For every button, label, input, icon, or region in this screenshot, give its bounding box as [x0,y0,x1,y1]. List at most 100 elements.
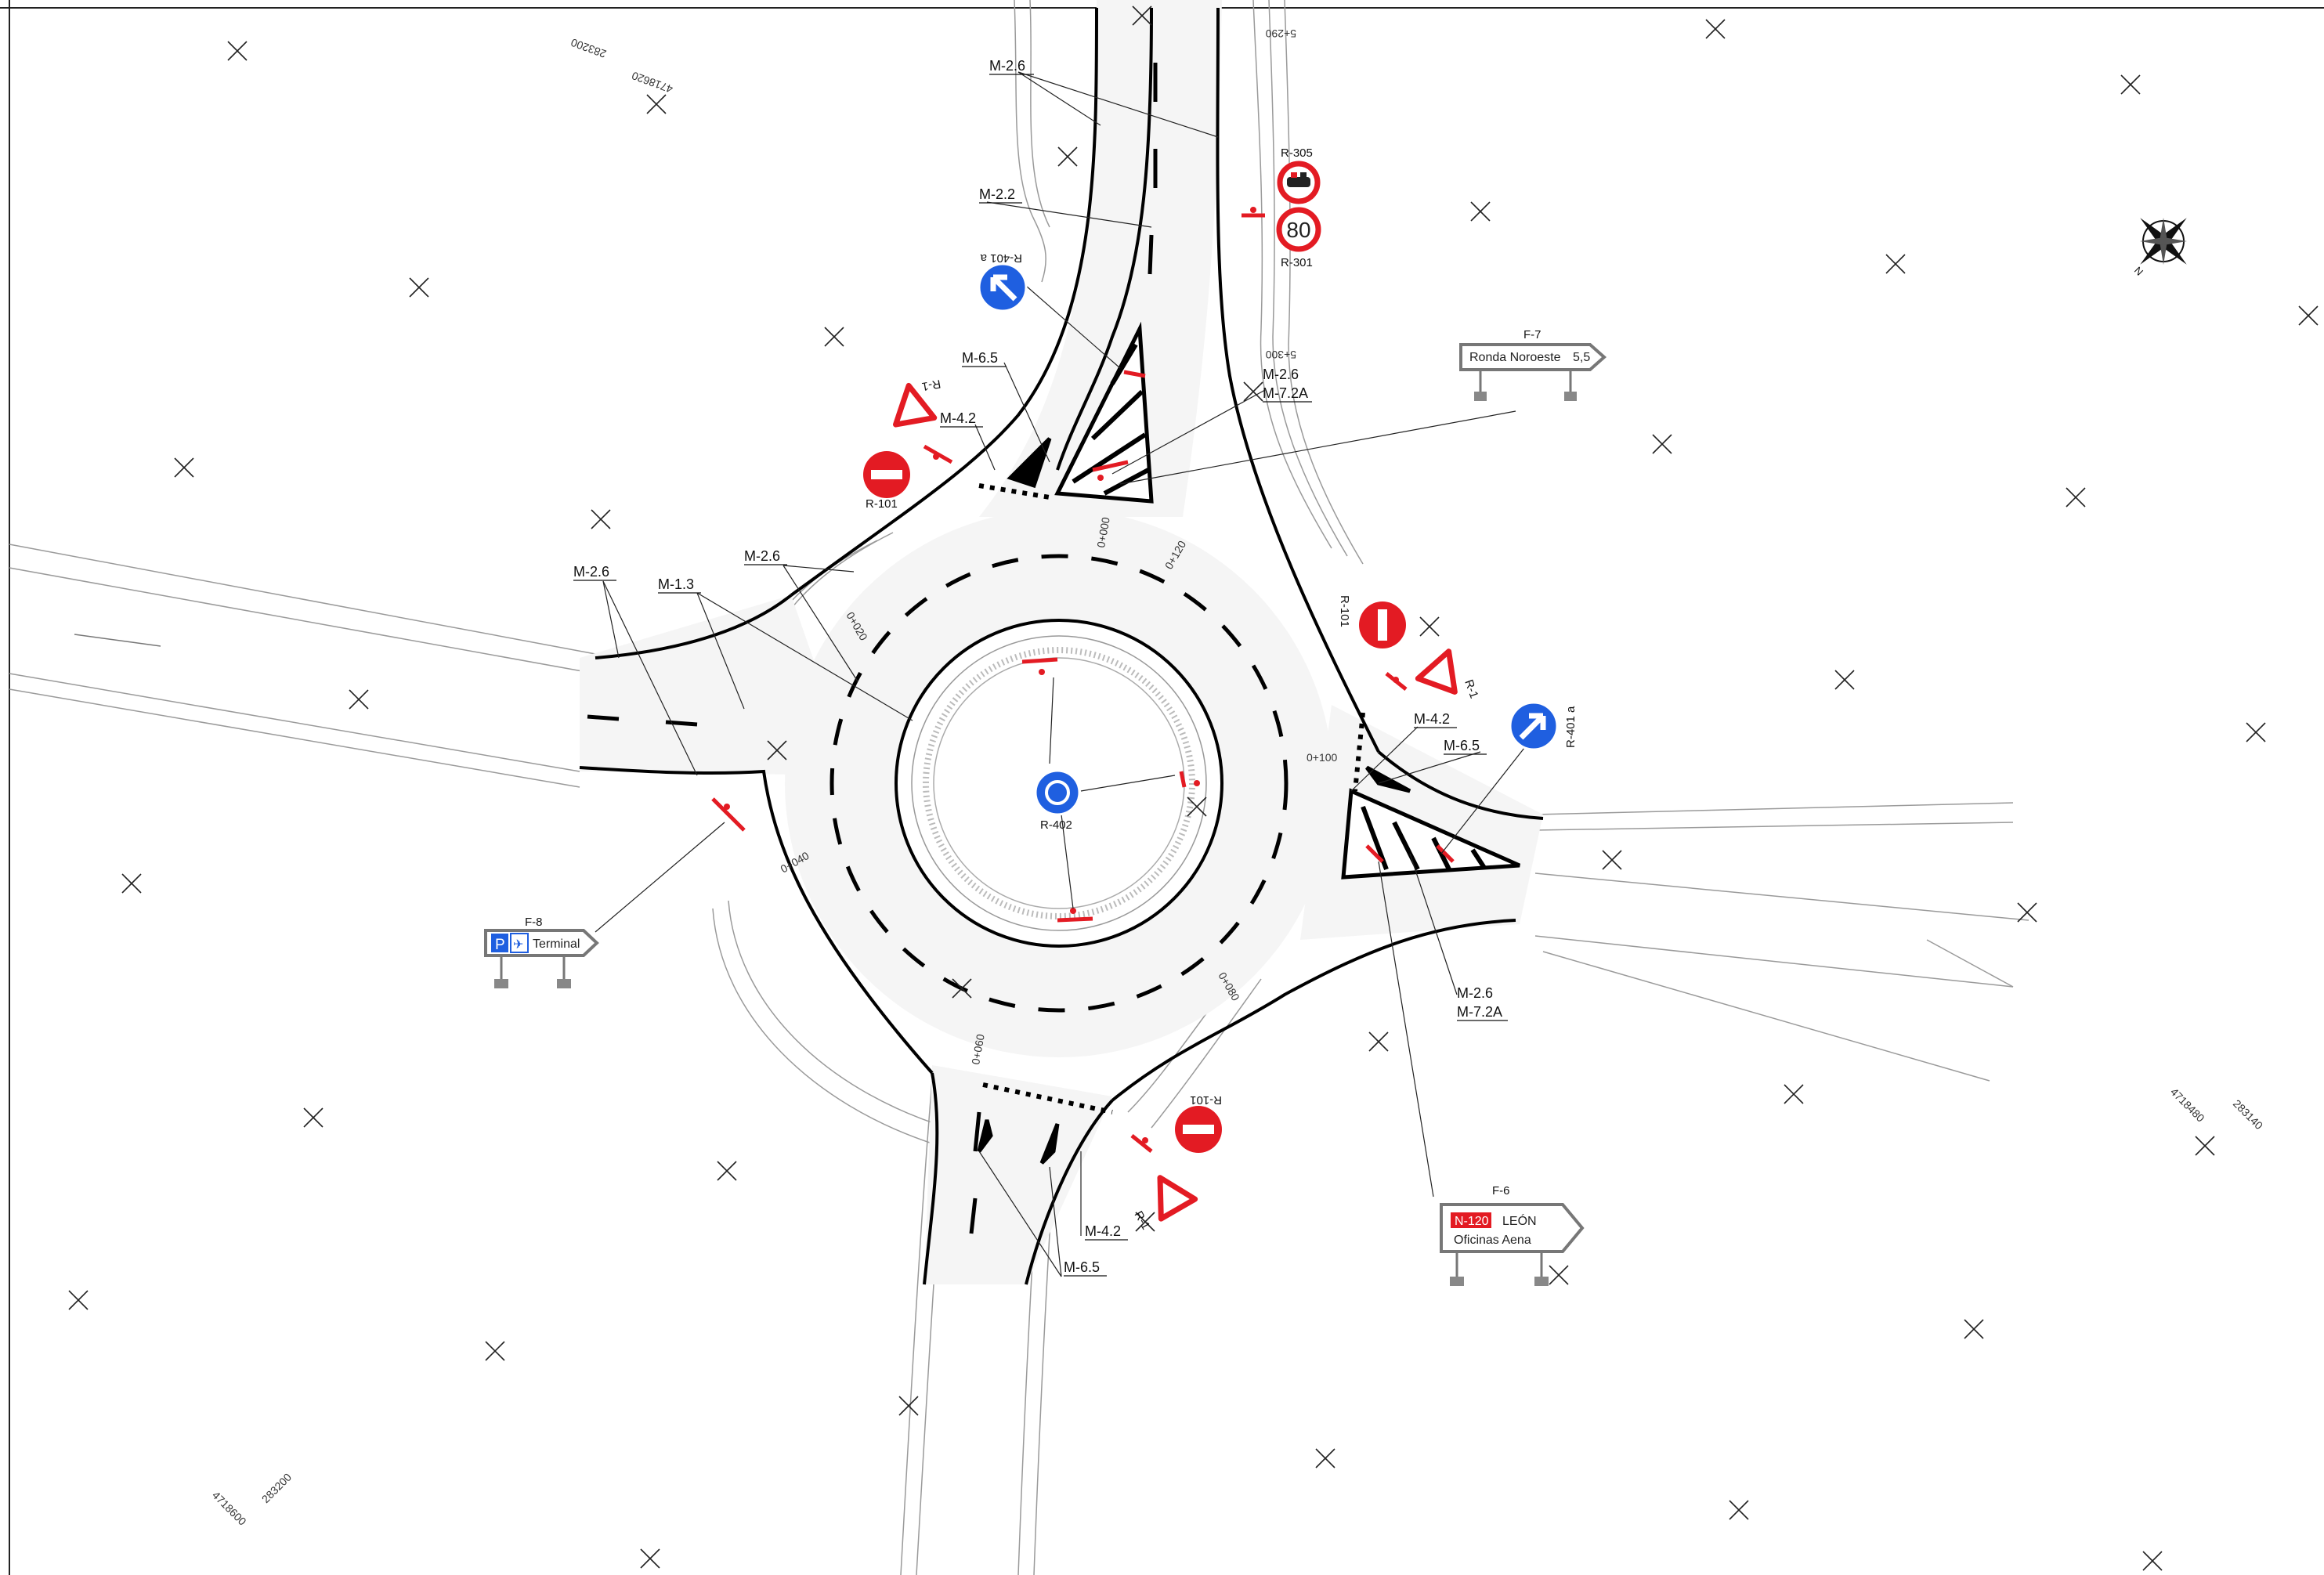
sign-r1-south: R-1 [1132,1175,1198,1232]
survey-cross [2195,1136,2215,1156]
label-m13: M-1.3 [658,576,694,592]
svg-text:LEÓN: LEÓN [1502,1213,1537,1228]
survey-cross [591,509,611,529]
svg-text:N-120: N-120 [1455,1215,1489,1228]
survey-cross [1705,19,1726,39]
svg-text:Ronda Noroeste: Ronda Noroeste [1469,351,1561,364]
survey-cross [174,457,194,478]
survey-cross [303,1107,323,1128]
survey-cross [1549,1265,1569,1285]
svg-text:R-101: R-101 [866,497,898,511]
svg-text:R-401 a: R-401 a [1564,706,1578,748]
coord-bl-x: 283200 [259,1471,294,1505]
context-lines [9,0,2029,1575]
svg-text:R-402: R-402 [1040,818,1072,832]
survey-cross [1315,1448,1335,1468]
svg-text:Terminal: Terminal [533,937,580,951]
parking-icon: P [495,937,505,953]
sign-r1-nw: R-1 [893,377,942,428]
label-m26-se: M-2.6 [1457,985,1493,1001]
station-5290: 5+290 [1265,27,1296,40]
survey-cross [2066,487,2086,508]
survey-cross [349,689,369,710]
svg-text:5,5: 5,5 [1573,351,1590,364]
survey-cross [2120,74,2141,95]
label-m65-north: M-6.5 [962,350,998,366]
label-m22: M-2.2 [979,186,1015,202]
survey-cross [952,978,972,999]
ring-lane-marking [829,554,1289,1013]
sign-r1-east: R-1 [1415,648,1480,701]
survey-cross [640,1548,660,1569]
approach-dashes [587,63,1158,1234]
label-m65-east: M-6.5 [1444,738,1480,753]
label-m26-north: M-2.6 [989,58,1025,74]
marking-labels: M-2.6 M-2.2 M-6.5 M-4.2 M-2.6 M-7.2A M-2… [573,58,1508,1277]
survey-cross [409,277,429,298]
survey-cross [1368,1031,1389,1052]
survey-cross [1964,1319,1984,1339]
svg-text:Oficinas Aena: Oficinas Aena [1454,1234,1531,1247]
survey-cross [2017,902,2037,923]
survey-cross [1187,797,1207,817]
survey-cross [824,327,844,347]
survey-points [68,5,2319,1571]
sign-r402: R-402 [1034,769,1081,832]
sign-f8: F-8 P ✈ Terminal [484,916,599,988]
label-m42-south: M-4.2 [1085,1223,1121,1239]
svg-text:R-301: R-301 [1281,256,1313,269]
survey-cross [1885,254,1906,274]
label-m26-west: M-2.6 [573,564,609,580]
survey-cross [68,1290,89,1310]
sign-posts [711,207,1455,1153]
coord-tl-x: 283200 [569,36,608,60]
arrow-up-right-icon [1519,713,1546,740]
sign-r401a-east: R-401 a [1509,701,1578,751]
svg-text:R-401 a: R-401 a [980,251,1022,265]
speed-value: 80 [1286,218,1310,242]
arrow-up-left-icon [990,274,1017,302]
survey-cross [1132,5,1152,26]
survey-cross [1470,201,1491,222]
sign-r101-east: R-101 [1338,595,1406,648]
label-m26-west-inner: M-2.6 [744,548,780,564]
station-0100: 0+100 [1307,751,1338,764]
survey-cross [2246,722,2266,742]
roundabout-icon [1045,780,1070,805]
svg-text:R-1: R-1 [1132,1209,1153,1232]
label-m65-south: M-6.5 [1064,1259,1100,1275]
svg-text:N: N [2132,265,2145,278]
sign-r301: 80 R-301 [1276,207,1321,269]
survey-cross [1834,670,1855,690]
survey-cross [2142,1551,2163,1571]
compass-rose-icon: N [2132,218,2187,278]
coord-br-x: 283140 [2231,1097,2265,1132]
survey-cross [898,1396,919,1416]
label-m72a-se: M-7.2A [1457,1004,1502,1020]
station-0000: 0+000 [1094,516,1112,549]
airplane-icon: ✈ [513,937,523,952]
station-5300: 5+300 [1265,349,1296,361]
sign-r305: R-305 [1277,146,1321,204]
survey-cross [1057,146,1078,167]
label-m42-north: M-4.2 [940,410,976,426]
svg-text:R-1: R-1 [1462,678,1480,701]
survey-cross [1419,616,1440,637]
svg-text:F-8: F-8 [525,916,543,929]
svg-text:R-305: R-305 [1281,146,1313,160]
road-edges [579,7,1544,1285]
survey-cross [717,1161,737,1181]
survey-cross [767,740,787,760]
survey-cross [1729,1500,1749,1520]
survey-cross [1243,381,1263,402]
survey-cross [1135,1212,1155,1232]
svg-text:F-7: F-7 [1523,328,1542,341]
sign-r101-nw: R-101 [863,451,910,511]
coord-bl-y: 4718600 [210,1489,249,1528]
label-m42-east: M-4.2 [1414,711,1450,727]
survey-cross [1784,1084,1804,1104]
svg-text:R-101: R-101 [1338,595,1351,627]
sign-r101-south: R-101 [1175,1093,1222,1153]
station-0060: 0+060 [969,1033,987,1066]
